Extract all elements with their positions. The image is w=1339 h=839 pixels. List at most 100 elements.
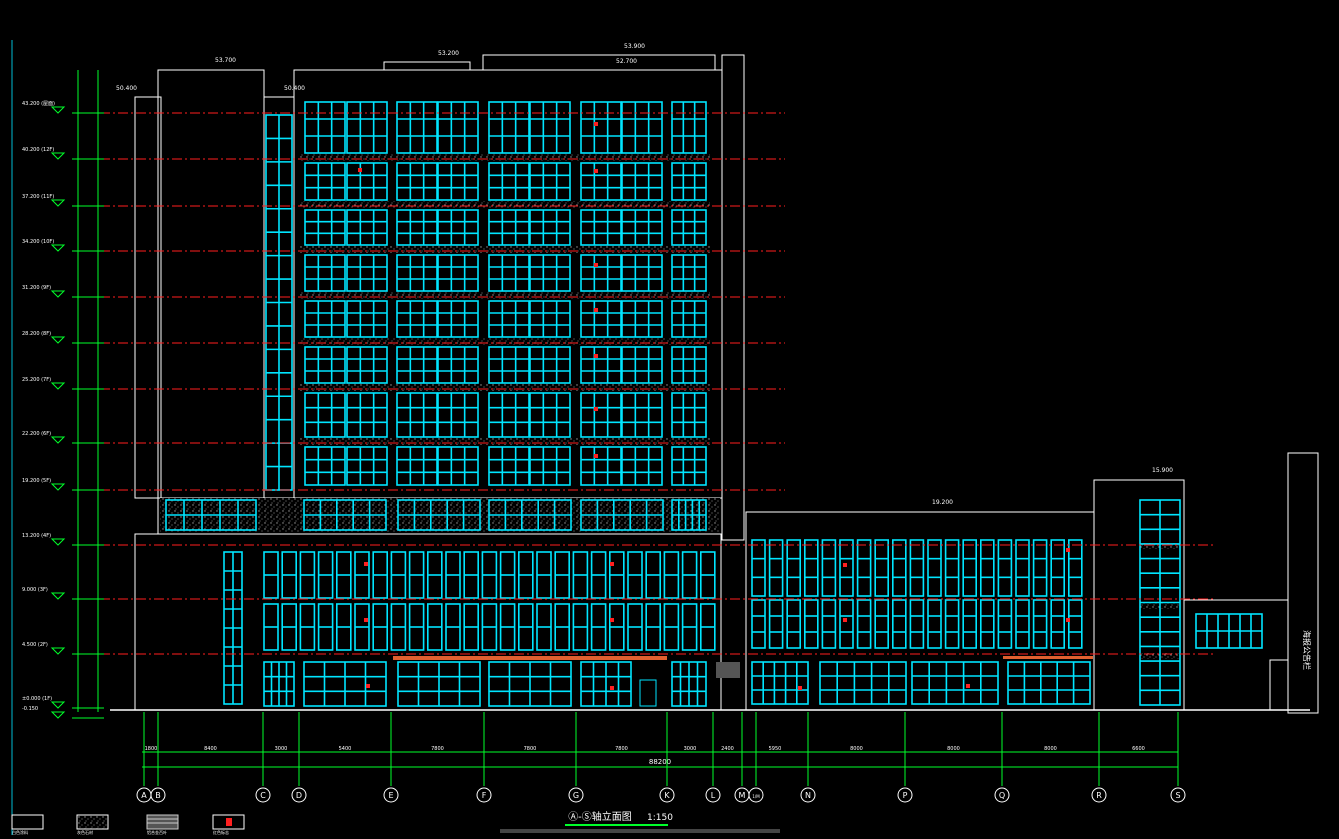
axis-bubble — [150, 787, 166, 803]
window-unit — [621, 446, 663, 486]
axis-label: K — [664, 791, 670, 800]
window-unit — [927, 539, 942, 597]
window-unit — [572, 603, 589, 651]
window-unit — [839, 539, 854, 597]
bottom-dimension: 8000 — [947, 746, 960, 752]
axis-label: R — [1096, 791, 1102, 800]
window-unit — [346, 162, 388, 201]
spandrel-band — [300, 154, 710, 161]
window-unit — [346, 101, 388, 154]
axis-label: S — [1175, 791, 1180, 800]
window-unit — [590, 551, 607, 599]
legend-swatch-red — [212, 814, 245, 830]
top-elevation-2: 53.200 — [438, 50, 459, 57]
red-marker — [843, 563, 847, 567]
window-unit — [346, 346, 388, 384]
legend-swatch-stone — [76, 814, 109, 830]
window-unit — [488, 209, 530, 246]
window-unit — [962, 599, 978, 649]
window-unit — [786, 539, 802, 597]
window-unit — [529, 254, 571, 292]
level-symbol — [50, 647, 66, 655]
window-unit — [304, 392, 346, 438]
window-unit — [263, 603, 279, 651]
window-unit — [304, 209, 346, 246]
window-unit — [909, 539, 925, 597]
top-elevation-1: 53.700 — [215, 57, 236, 64]
window-unit — [580, 254, 622, 292]
level-label: 40.200 (12F) — [22, 147, 54, 153]
window-unit — [874, 599, 890, 649]
legend-swatch-louver — [146, 814, 179, 830]
window-unit — [396, 392, 438, 438]
window-unit — [621, 392, 663, 438]
axis-bubble — [897, 787, 913, 803]
window-unit — [346, 209, 388, 246]
axis-label: F — [482, 791, 487, 800]
level-label: 19.200 (5F) — [22, 478, 51, 484]
window-unit — [874, 539, 890, 597]
level-label: 22.200 (6F) — [22, 431, 51, 437]
axis-label: B — [155, 791, 161, 800]
bottom-dimension: 7800 — [524, 746, 537, 752]
window-unit — [1032, 599, 1048, 649]
window-unit — [580, 392, 622, 438]
level-label: 31.200 (9F) — [22, 285, 51, 291]
window-unit — [529, 392, 571, 438]
window-unit — [463, 603, 480, 651]
axis-label: D — [296, 791, 302, 800]
window-unit — [621, 162, 663, 201]
red-marker — [1066, 548, 1070, 552]
level-symbol — [50, 290, 66, 298]
window-unit — [1015, 539, 1030, 597]
window-unit — [927, 599, 942, 649]
axis-label: P — [903, 791, 908, 800]
level-symbol — [50, 199, 66, 207]
level-label: 13.200 (4F) — [22, 533, 51, 539]
window-unit — [488, 162, 530, 201]
axis-bubble — [383, 787, 399, 803]
window-unit — [856, 539, 872, 597]
window-unit — [281, 603, 298, 651]
window-unit — [304, 254, 346, 292]
window-unit — [335, 603, 352, 651]
red-marker — [364, 618, 368, 622]
window-unit — [437, 392, 479, 438]
window-unit — [481, 603, 498, 651]
window-unit — [372, 551, 389, 599]
window-unit — [580, 162, 622, 201]
legend-swatch-white — [11, 814, 44, 830]
window-unit — [671, 446, 707, 486]
window-unit — [1195, 613, 1263, 649]
window-unit — [671, 254, 707, 292]
red-marker — [610, 686, 614, 690]
window-unit — [590, 603, 607, 651]
window-unit — [751, 599, 766, 649]
window-unit — [499, 551, 516, 599]
window-unit — [580, 101, 622, 154]
axis-bubble — [1091, 787, 1107, 803]
window-unit — [821, 599, 837, 649]
window-unit — [572, 551, 589, 599]
window-unit — [621, 300, 663, 338]
curtain-wall-glazing — [165, 101, 1263, 707]
window-unit — [437, 209, 479, 246]
window-unit — [397, 499, 481, 531]
window-unit — [645, 551, 662, 599]
window-unit — [1032, 539, 1048, 597]
annex-elevation-2: 15.900 — [1152, 467, 1173, 474]
red-marker — [594, 263, 598, 267]
window-unit — [962, 539, 978, 597]
window-unit — [346, 254, 388, 292]
stone-bands — [160, 154, 1180, 659]
window-unit — [768, 599, 784, 649]
top-elevation-4: 52.700 — [616, 58, 637, 65]
window-unit — [997, 539, 1013, 597]
window-unit — [608, 603, 625, 651]
bottom-dimension: 5950 — [769, 746, 782, 752]
window-unit — [979, 539, 995, 597]
window-unit — [580, 300, 622, 338]
red-marker — [610, 618, 614, 622]
